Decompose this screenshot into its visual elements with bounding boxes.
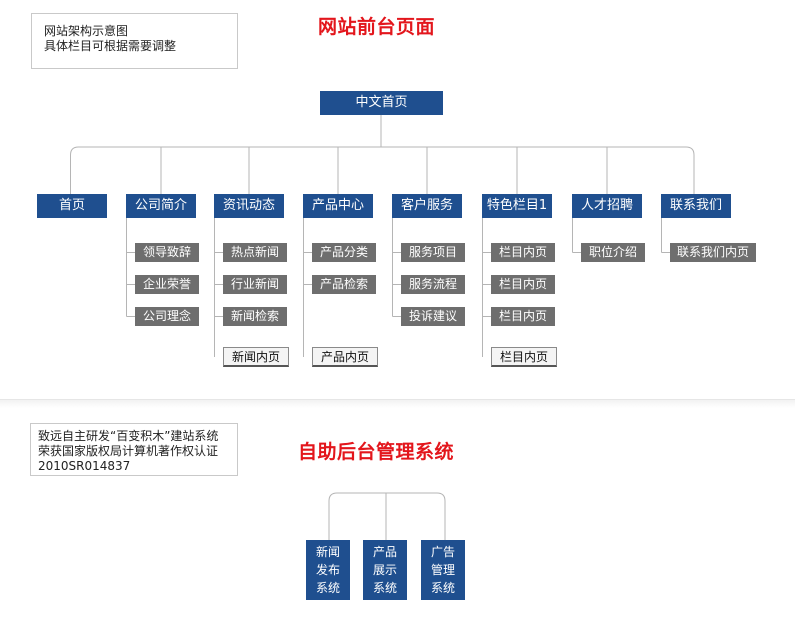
sub-item: 职位介绍 [581,243,645,262]
sub-item: 栏目内页 [491,307,555,326]
sub-item: 新闻检索 [223,307,287,326]
sub-item: 服务流程 [401,275,465,294]
note-line: 网站架构示意图 [44,24,129,38]
connector-line [70,146,695,194]
inner-page-item: 产品内页 [312,347,378,367]
system-node: 产品展示系统 [363,540,407,600]
section-divider [0,399,795,408]
category-node: 产品中心 [303,194,373,218]
copyright-note: 致远自主研发“百变积木”建站系统 荣获国家版权局计算机著作权认证 2010SR0… [30,423,238,476]
system-label-line: 系统 [315,581,340,595]
sub-item: 栏目内页 [491,275,555,294]
sub-item: 产品分类 [312,243,376,262]
sub-item: 联系我们内页 [670,243,756,262]
system-label-line: 广告 [430,545,455,559]
connector-line [328,492,446,540]
category-node: 联系我们 [661,194,731,218]
category-node: 公司简介 [126,194,196,218]
sub-item: 投诉建议 [401,307,465,326]
category-node: 特色栏目1 [482,194,552,218]
inner-page-item: 新闻内页 [223,347,289,367]
system-label-line: 发布 [315,563,340,577]
inner-page-item: 栏目内页 [491,347,557,367]
system-node: 广告管理系统 [421,540,465,600]
sub-item: 产品检索 [312,275,376,294]
sub-item: 行业新闻 [223,275,287,294]
root-node: 中文首页 [320,91,443,115]
sub-item: 热点新闻 [223,243,287,262]
category-node: 资讯动态 [214,194,284,218]
site-structure-note: 网站架构示意图 具体栏目可根据需要调整 [31,13,238,69]
system-label-line: 展示 [372,563,397,577]
sub-item: 服务项目 [401,243,465,262]
sub-item: 栏目内页 [491,243,555,262]
system-label-line: 管理 [430,563,455,577]
sub-item: 公司理念 [135,307,199,326]
note-line: 致远自主研发“百变积木”建站系统 [38,429,219,443]
sub-item: 企业荣誉 [135,275,199,294]
system-node: 新闻发布系统 [306,540,350,600]
backend-title: 自助后台管理系统 [298,441,455,463]
system-label-line: 系统 [372,581,397,595]
front-pages-title: 网站前台页面 [318,16,436,38]
system-label-line: 产品 [372,545,397,559]
category-node: 人才招聘 [572,194,642,218]
note-line: 荣获国家版权局计算机著作权认证 [38,444,219,458]
note-line: 2010SR014837 [38,459,131,473]
category-node: 首页 [37,194,107,218]
sub-item: 领导致辞 [135,243,199,262]
system-label-line: 新闻 [315,545,340,559]
note-line: 具体栏目可根据需要调整 [44,39,177,53]
system-label-line: 系统 [430,581,455,595]
category-node: 客户服务 [392,194,462,218]
